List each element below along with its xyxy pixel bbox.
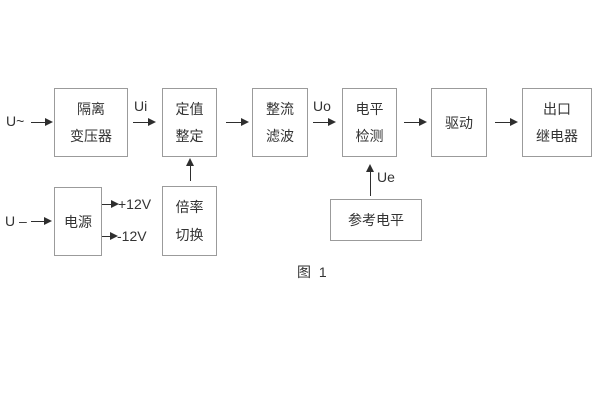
label-ue: Ue xyxy=(377,169,395,185)
block-drive: 驱动 xyxy=(431,88,487,157)
arrow-input-dc-to-power xyxy=(31,217,52,225)
block-rectifier-filter: 整流 滤波 xyxy=(252,88,308,157)
arrow-input-ac-to-transformer xyxy=(31,118,53,126)
arrow-rectifier-to-level-detection xyxy=(313,118,336,126)
block-label-line: 继电器 xyxy=(536,128,578,145)
block-isolation-transformer: 隔离 变压器 xyxy=(54,88,128,157)
block-power-supply: 电源 xyxy=(54,187,102,256)
label-ui: Ui xyxy=(134,98,148,114)
block-value-setting: 定值 整定 xyxy=(162,88,217,157)
block-label-line: 倍率 xyxy=(175,199,204,215)
label-input-dc: U – xyxy=(5,213,27,229)
block-multiplier-switch: 倍率 切换 xyxy=(162,186,217,256)
arrow-drive-to-output-relay xyxy=(495,118,518,126)
label-input-ac: U~ xyxy=(6,113,25,129)
block-label-line: 变压器 xyxy=(70,128,112,145)
figure-caption: 图 1 xyxy=(297,264,329,280)
block-label-line: 滤波 xyxy=(266,128,294,145)
block-output-relay: 出口 继电器 xyxy=(522,88,592,157)
arrow-multiplier-to-setting xyxy=(186,158,194,181)
block-label-line: 定值 xyxy=(175,100,204,117)
arrow-level-detection-to-drive xyxy=(404,118,427,126)
block-level-detection: 电平 检测 xyxy=(342,88,397,157)
block-label-line: 检测 xyxy=(355,128,384,145)
label-minus-12v: -12V xyxy=(117,228,147,244)
label-uo: Uo xyxy=(313,98,331,114)
block-label-line: 整定 xyxy=(175,128,204,145)
arrow-power-to-minus-12v xyxy=(102,232,118,240)
block-label-line: 电平 xyxy=(355,100,384,117)
arrow-power-to-plus-12v xyxy=(102,200,119,208)
block-label-line: 参考电平 xyxy=(348,212,404,228)
block-label-line: 隔离 xyxy=(77,100,105,117)
arrow-setting-to-rectifier xyxy=(226,118,249,126)
label-plus-12v: +12V xyxy=(118,196,152,212)
block-label-line: 整流 xyxy=(266,100,294,117)
block-label-line: 出口 xyxy=(543,100,571,117)
block-reference-level: 参考电平 xyxy=(330,199,422,241)
arrow-reference-to-level-detection xyxy=(366,164,374,196)
block-label-line: 驱动 xyxy=(445,114,473,131)
block-label-line: 切换 xyxy=(175,227,204,243)
arrow-transformer-to-setting xyxy=(133,118,156,126)
block-label-line: 电源 xyxy=(64,213,92,230)
